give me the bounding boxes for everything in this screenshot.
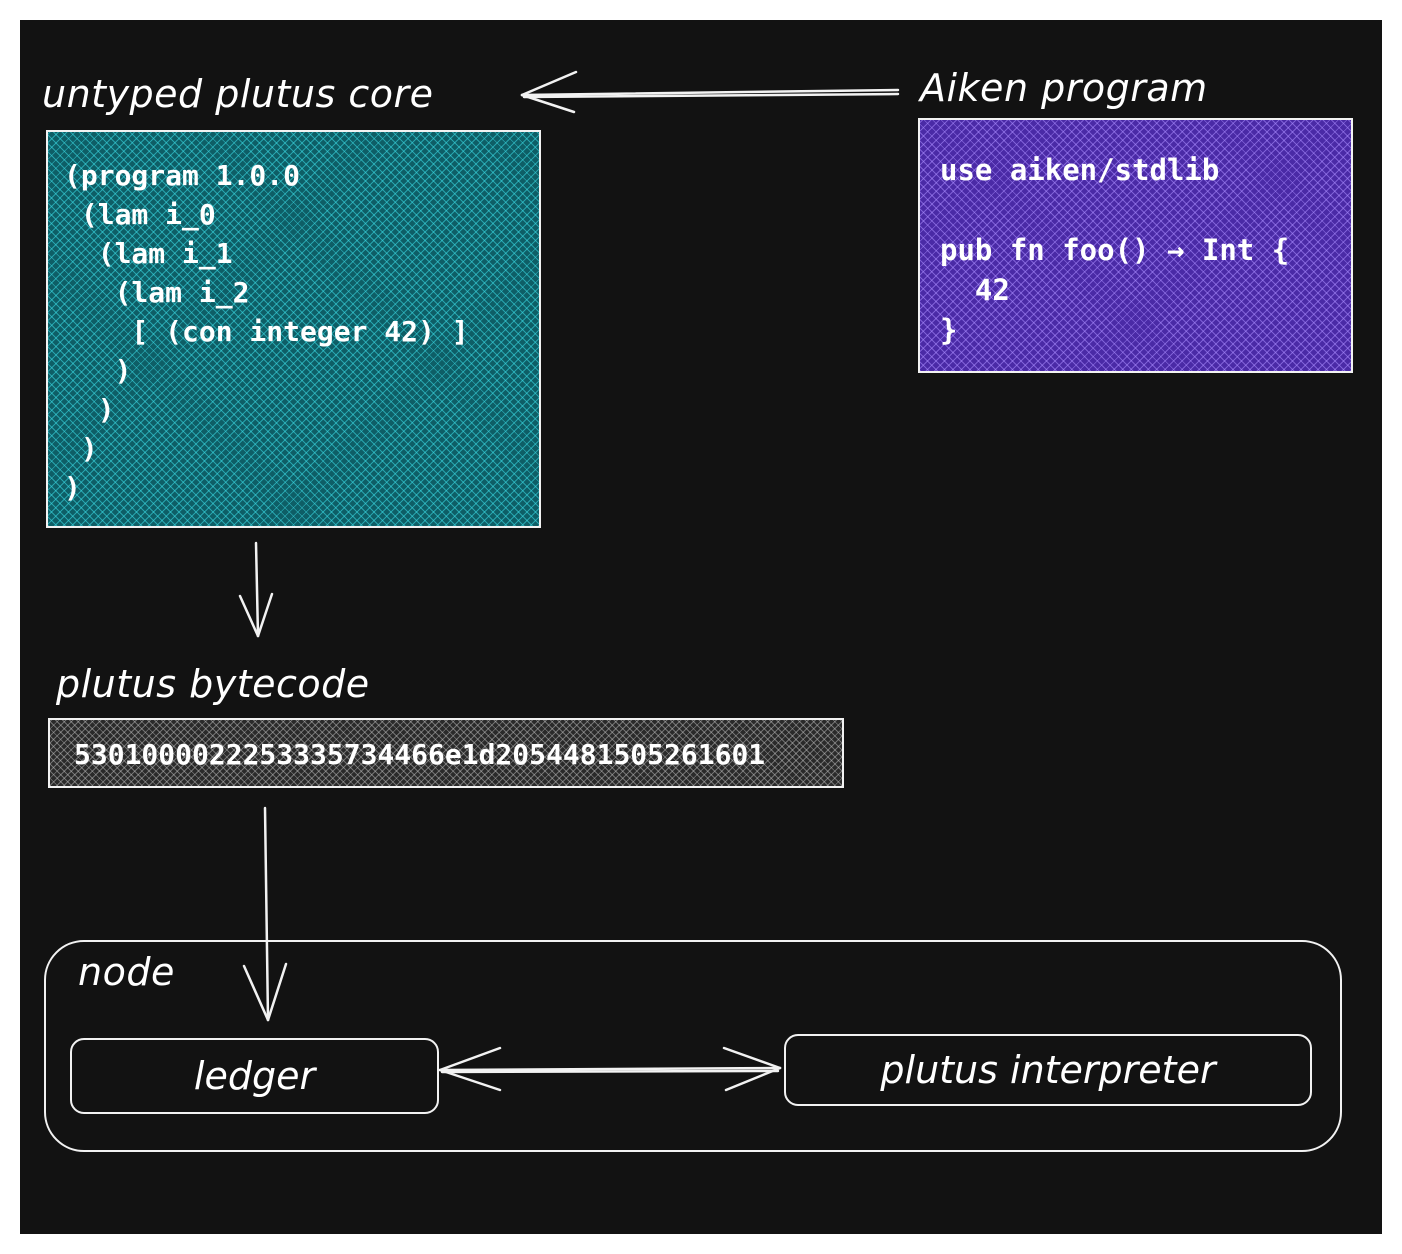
uplc-code-block: (program 1.0.0 (lam i_0 (lam i_1 (lam i_… (46, 130, 541, 528)
bytecode-title: plutus bytecode (56, 662, 370, 706)
node-title: node (78, 950, 175, 994)
bytecode-block: 5301000022253335734466e1d205448150526160… (48, 718, 844, 788)
aiken-title: Aiken program (920, 66, 1208, 110)
plutus-interpreter-box: plutus interpreter (784, 1034, 1312, 1106)
node-container (44, 940, 1342, 1152)
aiken-code-block: use aiken/stdlib pub fn foo() → Int { 42… (918, 118, 1353, 373)
uplc-title: untyped plutus core (42, 72, 434, 116)
ledger-box: ledger (70, 1038, 439, 1114)
